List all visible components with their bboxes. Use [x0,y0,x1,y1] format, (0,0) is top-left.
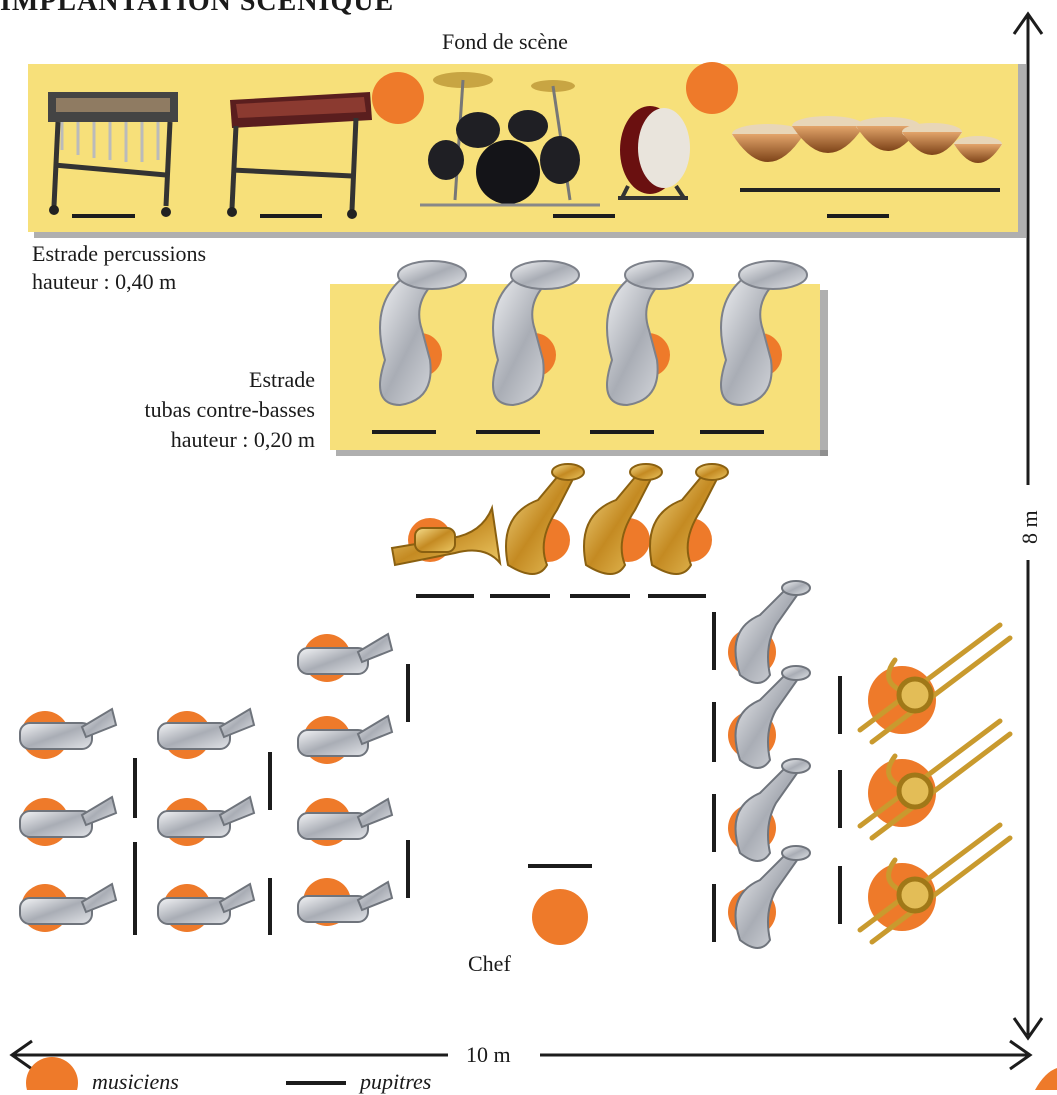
legend-musician-dot [26,1057,78,1090]
depth-dimension-label: 8 m [1016,510,1043,544]
percussion-riser-label: Estrade percussions [32,240,206,267]
legend-musicians-label: musiciens [92,1068,179,1095]
back-stage-label: Fond de scène [442,28,568,55]
musician-dot [372,72,424,124]
musician-dot [686,62,738,114]
tuba-riser-height: hauteur : 0,20 m [171,426,315,453]
conductor-label: Chef [468,950,511,977]
percussion-riser-height: hauteur : 0,40 m [32,268,176,295]
tuba-riser-label: Estrade [249,366,315,393]
flugelhorn-icon [392,508,500,565]
euphonium-icon [736,581,811,948]
tuba-riser-label-2: tubas contre-basses [145,396,315,423]
corner-decoration [1035,1068,1057,1090]
width-dimension-label: 10 m [466,1041,511,1068]
legend-stands-label: pupitres [360,1068,431,1095]
conductor-dot [532,889,588,945]
